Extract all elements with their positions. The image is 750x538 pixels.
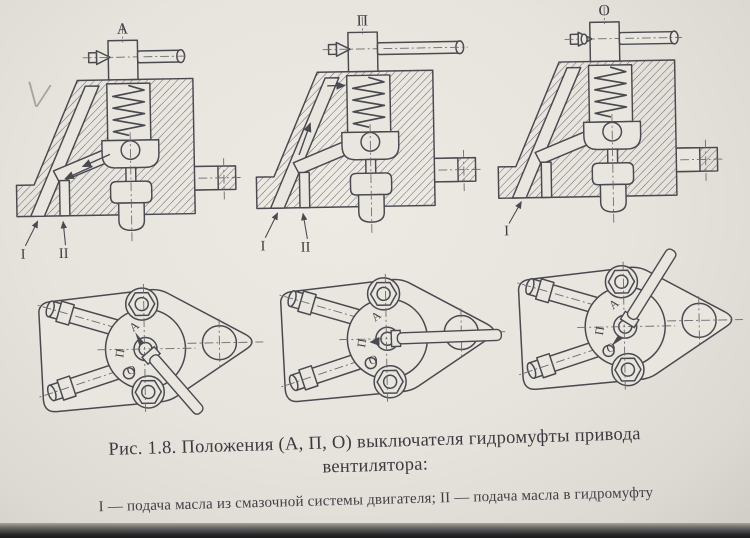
leader-label-i: I	[504, 223, 509, 239]
position-label-a: А	[117, 21, 129, 38]
dial-letter-p: П	[354, 337, 369, 348]
leader-label-i: I	[260, 238, 265, 254]
plan-view-position-o: А П О	[502, 248, 745, 420]
caption-line2: вентилятора:	[322, 454, 429, 478]
leader-label-ii: II	[59, 246, 69, 262]
cross-section-position-a: А I II	[6, 21, 245, 263]
plan-view-position-a: А П О	[22, 268, 265, 442]
dial-pointer	[135, 332, 145, 347]
scan-edge-shadow	[0, 523, 750, 538]
cross-section-position-p: П I II	[246, 12, 485, 256]
cross-section-position-o: О I	[488, 2, 727, 239]
dial-letter-o: О	[605, 340, 618, 356]
leader-label-i: I	[20, 247, 25, 263]
dial-letter-o: О	[125, 362, 138, 378]
plan-view-position-p: А П О	[264, 258, 507, 432]
dial-pointer	[611, 334, 623, 346]
leader-label-ii: II	[301, 240, 311, 256]
dial-letter-p: П	[112, 347, 127, 358]
dial-pointer	[369, 336, 380, 346]
position-label-p: П	[357, 12, 369, 29]
dial-letter-p: П	[592, 325, 607, 336]
position-label-o: О	[598, 2, 610, 19]
figure-area: V А I II	[0, 2, 750, 527]
dial-letter-o: О	[367, 352, 380, 368]
